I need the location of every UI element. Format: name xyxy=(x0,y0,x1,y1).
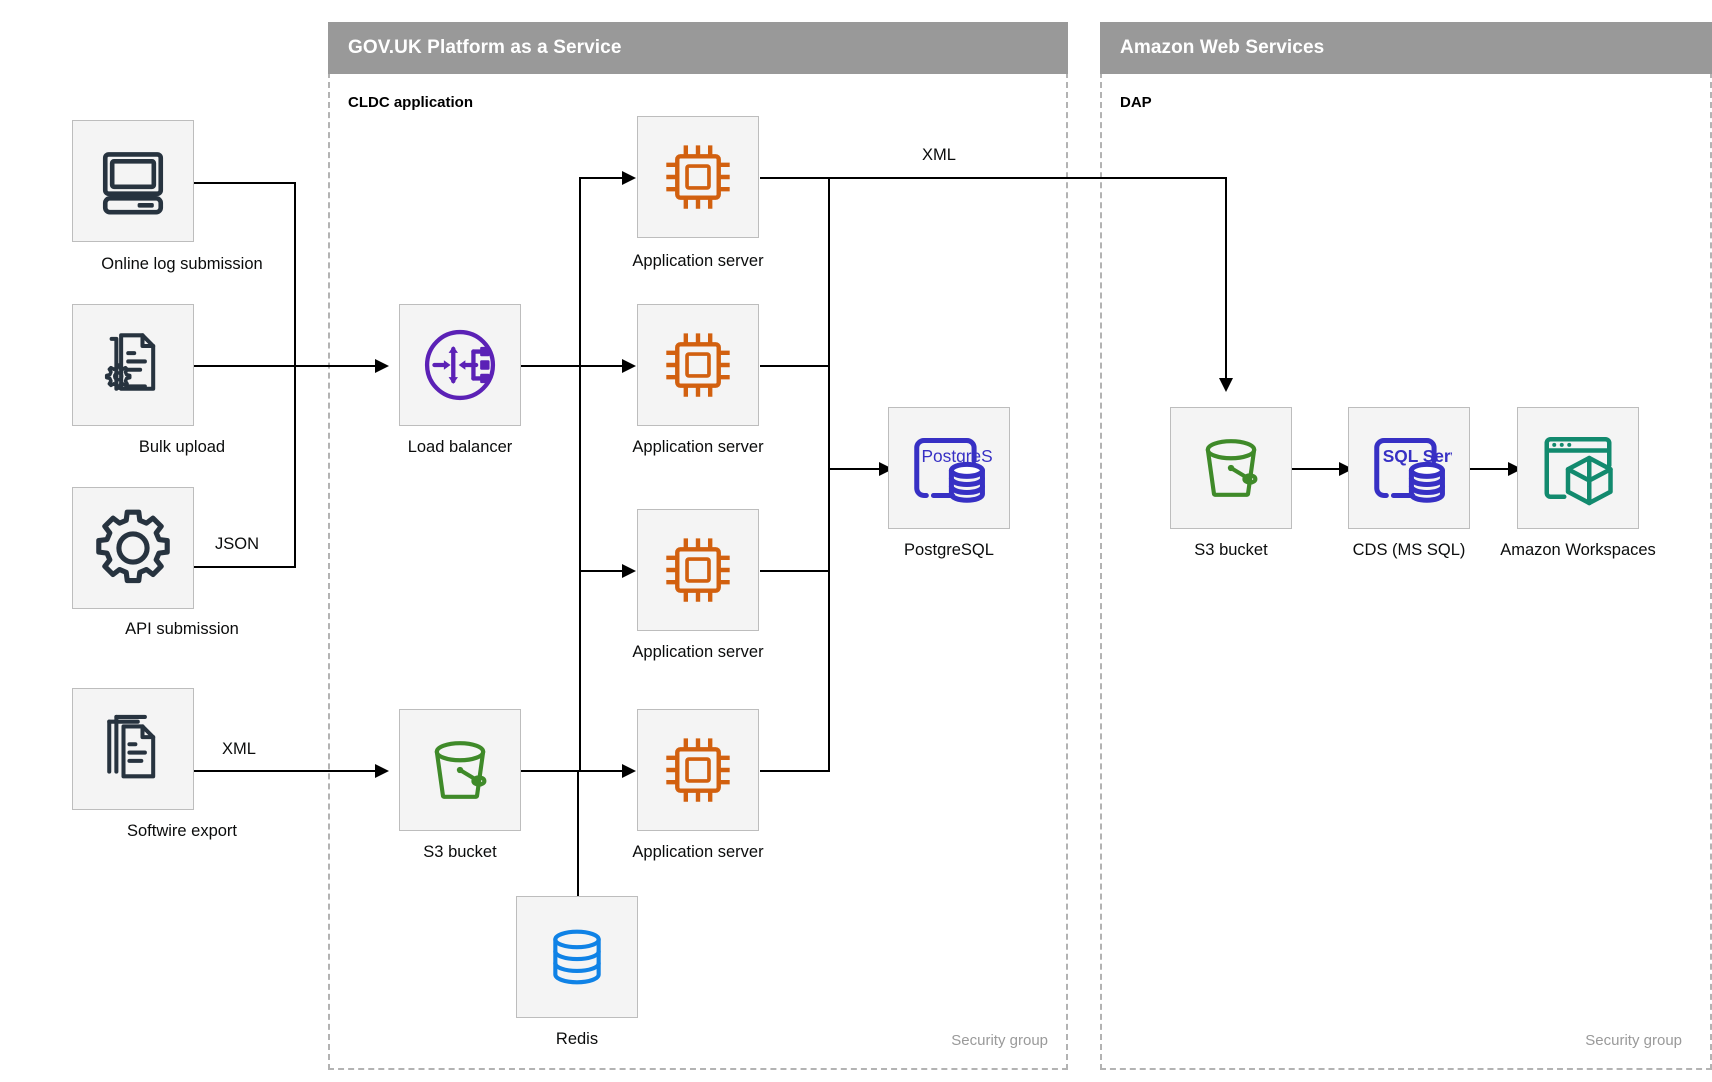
arrow-into-app-server-2 xyxy=(622,359,636,373)
node-load-balancer[interactable] xyxy=(399,304,521,426)
node-api-submission[interactable] xyxy=(72,487,194,609)
desktop-computer-icon xyxy=(96,144,170,218)
label-s3-bucket-paas: S3 bucket xyxy=(423,843,497,861)
group-paas-band: GOV.UK Platform as a Service xyxy=(328,22,1068,74)
label-s3-bucket-aws: S3 bucket xyxy=(1194,541,1268,559)
label-softwire-export: Softwire export xyxy=(126,822,238,840)
edge-app2-collector xyxy=(760,365,830,367)
arrow-into-app-server-1 xyxy=(622,171,636,185)
node-postgresql[interactable]: PostgreSQL xyxy=(888,407,1010,529)
label-amazon-workspaces: Amazon Workspaces xyxy=(1500,541,1656,559)
group-paas-subtitle: CLDC application xyxy=(348,94,474,111)
edge-redis-to-trunk xyxy=(577,770,579,902)
postgresql-icon: PostgreSQL xyxy=(906,425,992,511)
arrow-into-load-balancer xyxy=(375,359,389,373)
edge-bulk-to-lb xyxy=(193,365,385,367)
edge-app3-collector xyxy=(760,570,830,572)
amazon-workspaces-icon xyxy=(1538,428,1618,508)
group-aws-band: Amazon Web Services xyxy=(1100,22,1712,74)
edge-trunk-to-app1 xyxy=(579,177,631,179)
edge-api-v xyxy=(294,366,296,568)
group-paas-boundary xyxy=(328,72,1068,1070)
group-aws-security-label: Security group xyxy=(1585,1032,1682,1049)
arrow-into-app-server-3 xyxy=(622,564,636,578)
node-online-log-submission[interactable] xyxy=(72,120,194,242)
edge-online-log-h xyxy=(193,182,296,184)
edge-collector-to-postgres xyxy=(828,468,888,470)
node-app-server-3[interactable] xyxy=(637,509,759,631)
load-balancer-icon xyxy=(417,322,503,408)
edge-s3-to-app4 xyxy=(521,770,579,772)
group-aws-subtitle: DAP xyxy=(1120,94,1152,111)
cpu-chip-icon xyxy=(659,326,737,404)
edge-online-log-v xyxy=(294,182,296,366)
edge-lb-out xyxy=(521,365,581,367)
label-app-server-1: Application server xyxy=(632,252,764,270)
node-softwire-export[interactable] xyxy=(72,688,194,810)
node-redis[interactable] xyxy=(516,896,638,1018)
arrow-into-app-server-4 xyxy=(622,764,636,778)
node-cds-ms-sql[interactable]: SQL Server xyxy=(1348,407,1470,529)
label-app-server-2: Application server xyxy=(632,438,764,456)
svg-text:SQL Server: SQL Server xyxy=(1383,446,1452,466)
edge-cds-to-workspaces xyxy=(1461,468,1517,470)
node-s3-bucket-aws[interactable] xyxy=(1170,407,1292,529)
gear-icon xyxy=(92,507,174,589)
edge-trunk-to-app2 xyxy=(579,365,631,367)
label-bulk-upload: Bulk upload xyxy=(138,438,226,456)
arrow-into-s3-bucket-paas xyxy=(375,764,389,778)
edge-softwire-to-s3 xyxy=(193,770,385,772)
node-amazon-workspaces[interactable] xyxy=(1517,407,1639,529)
edge-label-json: JSON xyxy=(215,535,260,553)
edge-label-softwire-xml: XML xyxy=(222,740,256,758)
node-s3-bucket-paas[interactable] xyxy=(399,709,521,831)
label-redis: Redis xyxy=(555,1030,599,1048)
edge-trunk-to-app4 xyxy=(579,770,631,772)
cpu-chip-icon xyxy=(659,731,737,809)
label-postgresql: PostgreSQL xyxy=(904,541,994,559)
label-app-server-4: Application server xyxy=(632,843,764,861)
document-stack-icon xyxy=(95,711,171,787)
node-app-server-1[interactable] xyxy=(637,116,759,238)
cpu-chip-icon xyxy=(659,138,737,216)
label-cds-ms-sql: CDS (MS SQL) xyxy=(1352,541,1466,559)
edge-lb-trunk xyxy=(579,177,581,770)
svg-text:PostgreSQL: PostgreSQL xyxy=(922,446,992,466)
s3-bucket-icon xyxy=(421,731,499,809)
edge-s3-to-cds xyxy=(1292,468,1348,470)
label-api-submission: API submission xyxy=(125,620,239,638)
edge-trunk-to-app3 xyxy=(579,570,631,572)
edge-xml-to-aws-h xyxy=(760,177,1227,179)
group-aws-title: Amazon Web Services xyxy=(1120,37,1325,58)
sql-server-icon: SQL Server xyxy=(1366,425,1452,511)
node-app-server-4[interactable] xyxy=(637,709,759,831)
label-load-balancer: Load balancer xyxy=(407,438,513,456)
s3-bucket-icon xyxy=(1192,429,1270,507)
edge-label-xml-aws: XML xyxy=(922,146,956,164)
node-bulk-upload[interactable] xyxy=(72,304,194,426)
edge-api-h xyxy=(193,566,296,568)
edge-collector-trunk xyxy=(828,177,830,772)
arrow-into-s3-bucket-aws xyxy=(1219,378,1233,392)
group-paas-security-label: Security group xyxy=(951,1032,1048,1049)
database-cylinder-icon xyxy=(544,924,610,990)
edge-xml-to-aws-v xyxy=(1225,177,1227,382)
document-settings-icon xyxy=(95,327,171,403)
group-aws-boundary xyxy=(1100,72,1712,1070)
label-online-log-submission: Online log submission xyxy=(101,255,263,273)
cpu-chip-icon xyxy=(659,531,737,609)
group-paas-title: GOV.UK Platform as a Service xyxy=(348,37,622,58)
node-app-server-2[interactable] xyxy=(637,304,759,426)
edge-app4-collector xyxy=(760,770,830,772)
label-app-server-3: Application server xyxy=(632,643,764,661)
